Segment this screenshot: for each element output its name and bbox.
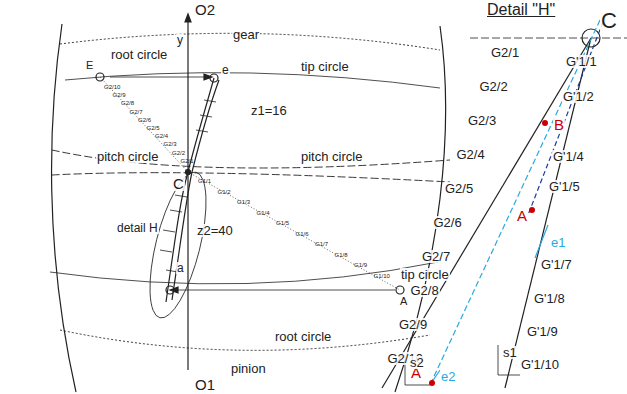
diagram-label: detail H: [116, 222, 159, 234]
diagram-label: G2/3: [164, 141, 177, 147]
diagram-label: G'1/8: [533, 292, 566, 305]
diagram-label: y: [176, 34, 184, 46]
diagram-label: G2/4: [456, 148, 486, 161]
diagram-label: G2/6: [433, 216, 463, 229]
diagram-label: root circle: [274, 330, 332, 343]
diagram-label: e: [221, 64, 230, 76]
diagram-label: Detail "H": [486, 2, 556, 18]
diagram-label: O2: [194, 2, 216, 17]
diagram-label: G1/1: [198, 178, 211, 184]
diagram-label: G2/9: [398, 318, 428, 331]
diagram-label: G2/8: [410, 284, 440, 297]
diagram-label: G1/6: [296, 231, 309, 237]
diagram-label: z1=16: [250, 104, 288, 117]
diagram-label: e2: [440, 370, 456, 383]
diagram-label: A: [516, 208, 528, 223]
diagram-label: G'1/1: [565, 55, 598, 68]
diagram-label: O1: [194, 377, 216, 392]
diagram-label: G2/8: [121, 100, 134, 106]
diagram-label: G1/7: [315, 241, 328, 247]
diagram-label: root circle: [110, 48, 168, 61]
diagram-label: G2/7: [421, 250, 451, 263]
diagram-label: G2/10: [104, 84, 120, 90]
diagram-label: G2/5: [147, 125, 160, 131]
diagram-label: G2/4: [155, 133, 168, 139]
diagram-label: s2: [409, 356, 425, 369]
diagram-label: G2/9: [113, 92, 126, 98]
diagram-label: G2/7: [130, 109, 143, 115]
diagram-label: B: [553, 117, 565, 132]
diagram-label: G2/1: [181, 158, 194, 164]
diagram-label: A: [400, 296, 407, 307]
diagram-label: pitch circle: [96, 150, 159, 163]
diagram-label: G1/2: [218, 189, 231, 195]
diagram-label: s1: [502, 346, 518, 359]
diagram-label: G'1/7: [540, 258, 573, 271]
diagram-label: E: [86, 60, 93, 71]
diagram-label: G1/3: [237, 199, 250, 205]
diagram-label: G2/3: [467, 114, 497, 127]
diagram-label: G1/8: [335, 252, 348, 258]
diagram-label: G2/6: [138, 117, 151, 123]
diagram-label: pinion: [230, 362, 267, 375]
diagram-label: G'1/5: [548, 180, 581, 193]
diagram-label: G1/5: [276, 220, 289, 226]
diagram-label: G1/9: [354, 262, 367, 268]
diagram-label: pitch circle: [300, 150, 363, 163]
diagram-label: z2=40: [196, 224, 234, 237]
diagram-label: G'1/9: [526, 325, 559, 338]
diagram-label: tip circle: [300, 60, 350, 73]
diagram-label: G'1/2: [562, 90, 595, 103]
diagram-label: a: [176, 262, 185, 274]
diagram-label: G2/1: [490, 46, 520, 59]
diagram-label: G1/4: [257, 210, 270, 216]
diagram-label: G2/5: [444, 182, 474, 195]
diagram-label: G2/2: [172, 150, 185, 156]
diagram-label: G'1/4: [552, 150, 585, 163]
diagram-label: G1/10: [374, 273, 390, 279]
diagram-label: gear: [232, 28, 260, 41]
diagram-label: C: [172, 176, 185, 191]
diagram-label: C: [600, 10, 618, 32]
diagram-label: e1: [550, 236, 566, 249]
diagram-label: tip circle: [400, 268, 450, 281]
diagram-label: G2/2: [479, 80, 509, 93]
diagram-label: G'1/10: [520, 358, 560, 371]
